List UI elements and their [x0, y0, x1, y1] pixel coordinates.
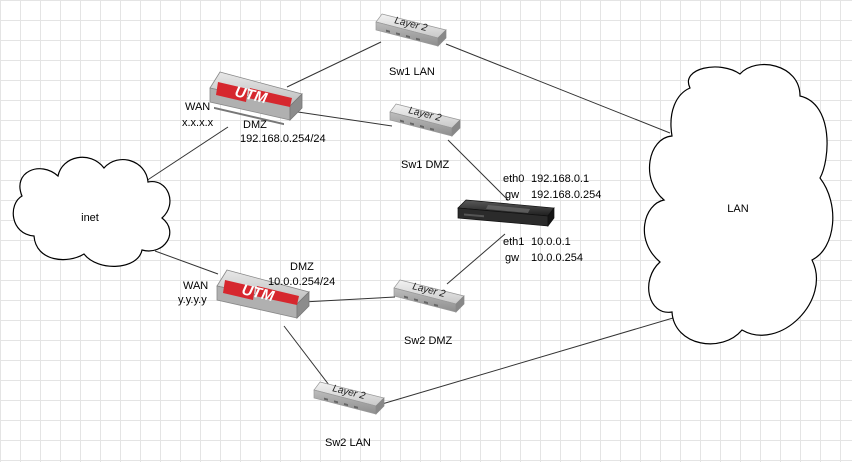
inet-cloud: inet [12, 156, 171, 267]
link-sw1lan-lan [445, 43, 671, 134]
lan-cloud: LAN [643, 63, 834, 345]
server-eth1-name: eth1 [503, 236, 524, 248]
link-utm2-sw2dmz [302, 296, 396, 303]
link-inet-utm1 [145, 126, 229, 182]
link-sw2dmz-server [446, 233, 506, 285]
utm1-wan-ip: x.x.x.x [182, 117, 214, 129]
utm1-dmz-label: DMZ [243, 119, 267, 131]
sw2-lan-label: Sw2 LAN [325, 437, 371, 449]
link-utm1-sw1lan [286, 41, 382, 88]
sw1-dmz-switch: Layer 2 [389, 103, 461, 137]
utm1-dmz-ip: 192.168.0.254/24 [240, 133, 326, 145]
server-eth0-gw-label: gw [505, 189, 519, 201]
server-eth1-ip: 10.0.0.1 [531, 236, 571, 248]
sw2-dmz-switch: Layer 2 [393, 279, 465, 313]
connections [145, 41, 701, 405]
server-eth1-gw: 10.0.0.254 [531, 252, 583, 264]
server-eth1-gw-label: gw [505, 252, 519, 264]
server-eth0-gw: 192.168.0.254 [531, 189, 601, 201]
utm2-dmz-ip: 10.0.0.254/24 [268, 276, 335, 288]
utm2-logo: UTM [240, 281, 276, 305]
sw1-dmz-label: Sw1 DMZ [401, 159, 450, 171]
inet-label: inet [81, 212, 99, 224]
link-sw2lan-lan [381, 309, 701, 405]
server-eth0-ip: 192.168.0.1 [531, 173, 589, 185]
utm2-wan-ip: y.y.y.y [178, 294, 207, 306]
server-device [457, 199, 555, 228]
sw2-lan-switch: Layer 2 [313, 381, 385, 415]
utm1-logo: UTM [233, 83, 269, 107]
server-eth0-name: eth0 [503, 173, 524, 185]
link-inet-utm2 [154, 250, 219, 275]
lan-label: LAN [727, 203, 748, 215]
link-utm2-sw2lan [283, 325, 330, 386]
sw2-dmz-label: Sw2 DMZ [404, 335, 453, 347]
sw1-lan-label: Sw1 LAN [389, 66, 435, 78]
utm2-device: UTM [216, 269, 310, 319]
utm2-wan-label: WAN [183, 280, 208, 292]
utm1-device: UTM [209, 71, 303, 126]
utm2-dmz-label: DMZ [290, 261, 314, 273]
utm1-wan-label: WAN [185, 101, 210, 113]
link-utm1-sw1dmz [297, 111, 393, 127]
sw1-lan-switch: Layer 2 [375, 13, 447, 47]
link-sw1dmz-server [447, 139, 509, 201]
